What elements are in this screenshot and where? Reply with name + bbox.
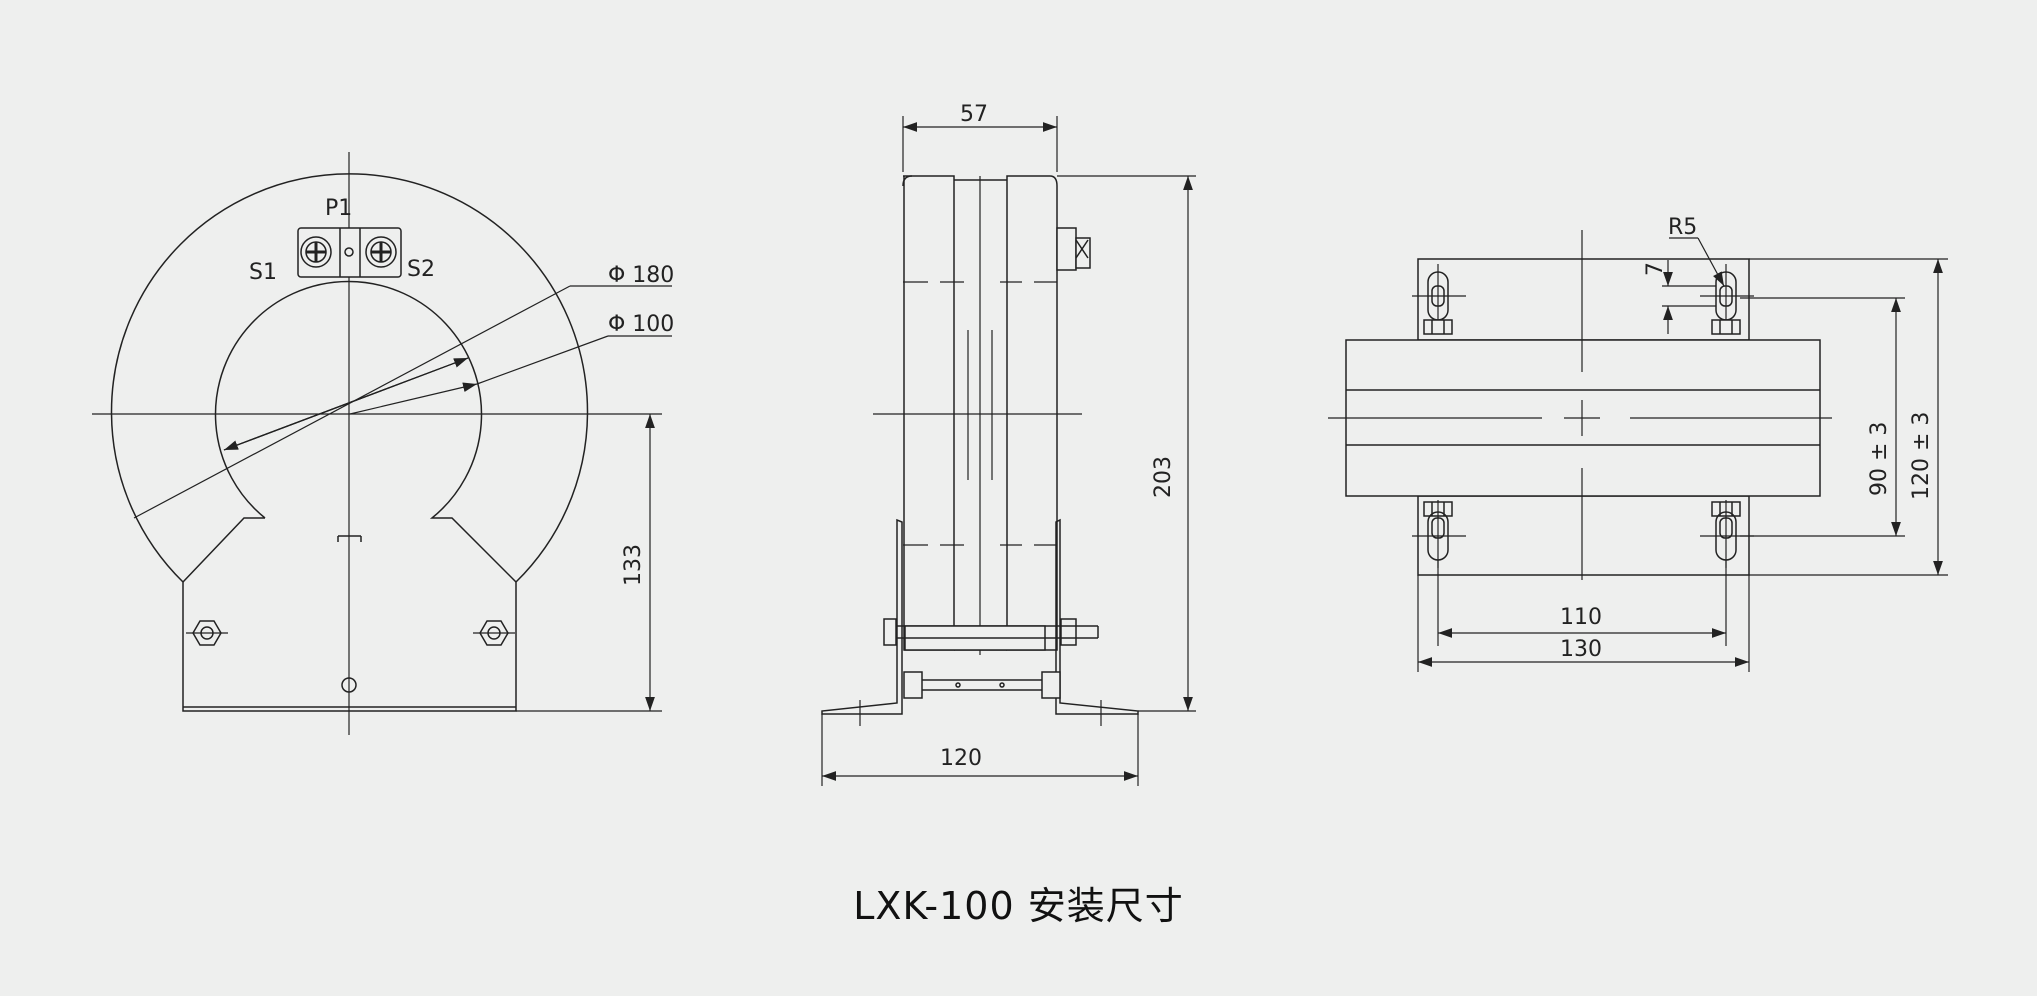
terminal-label-p1: P1: [325, 196, 352, 221]
dim-label-inner-diameter: Φ 100: [608, 312, 674, 337]
dim-label-slot-length: 7: [1643, 262, 1668, 276]
top-view: R5 7 90 ± 3 120 ± 3 110 130: [1328, 215, 1948, 672]
mounting-slot-bottom-left: [1412, 500, 1466, 568]
dim-label-inner-spacing: 90 ± 3: [1867, 422, 1892, 496]
terminal-label-s2: S2: [407, 257, 435, 282]
dim-label-height: 203: [1151, 456, 1176, 498]
base-plate-bottom: [1417, 495, 1750, 576]
dim-label-outer-diameter: Φ 180: [608, 263, 674, 288]
dim-label-slot-radius: R5: [1668, 215, 1697, 240]
dim-label-center-height: 133: [621, 544, 646, 586]
front-view: P1 S1 S2 Φ 180 Φ 100 133: [92, 152, 674, 735]
dim-label-base-length: 130: [1560, 637, 1602, 662]
base-plate-top: [1417, 258, 1750, 341]
mounting-bolt-right: [473, 620, 515, 646]
bracket-left: [821, 518, 903, 715]
dim-label-outer-spacing: 120 ± 3: [1909, 412, 1934, 500]
dim-label-base-width: 120: [940, 746, 982, 771]
dim-label-hole-spacing: 110: [1560, 605, 1602, 630]
mounting-bolt-left: [186, 620, 228, 646]
terminal-screw-s2: [365, 236, 397, 268]
mounting-slot-bottom-right: [1700, 500, 1754, 568]
drain-hole: [341, 677, 357, 693]
mounting-slot-top-left: [1412, 264, 1466, 335]
terminal-label-s1: S1: [249, 260, 277, 285]
outer-ring-outline: [110, 173, 589, 712]
coil-half-left: [903, 175, 955, 651]
drawing-caption: LXK-100 安装尺寸: [853, 884, 1184, 928]
terminal-screw-s1: [300, 236, 332, 268]
dim-label-width: 57: [960, 102, 988, 127]
mounting-slot-top-right: [1700, 264, 1754, 335]
bracket-right: [1055, 518, 1139, 715]
coil-half-right: [1006, 175, 1058, 651]
side-view: 57 203 120: [821, 102, 1196, 786]
